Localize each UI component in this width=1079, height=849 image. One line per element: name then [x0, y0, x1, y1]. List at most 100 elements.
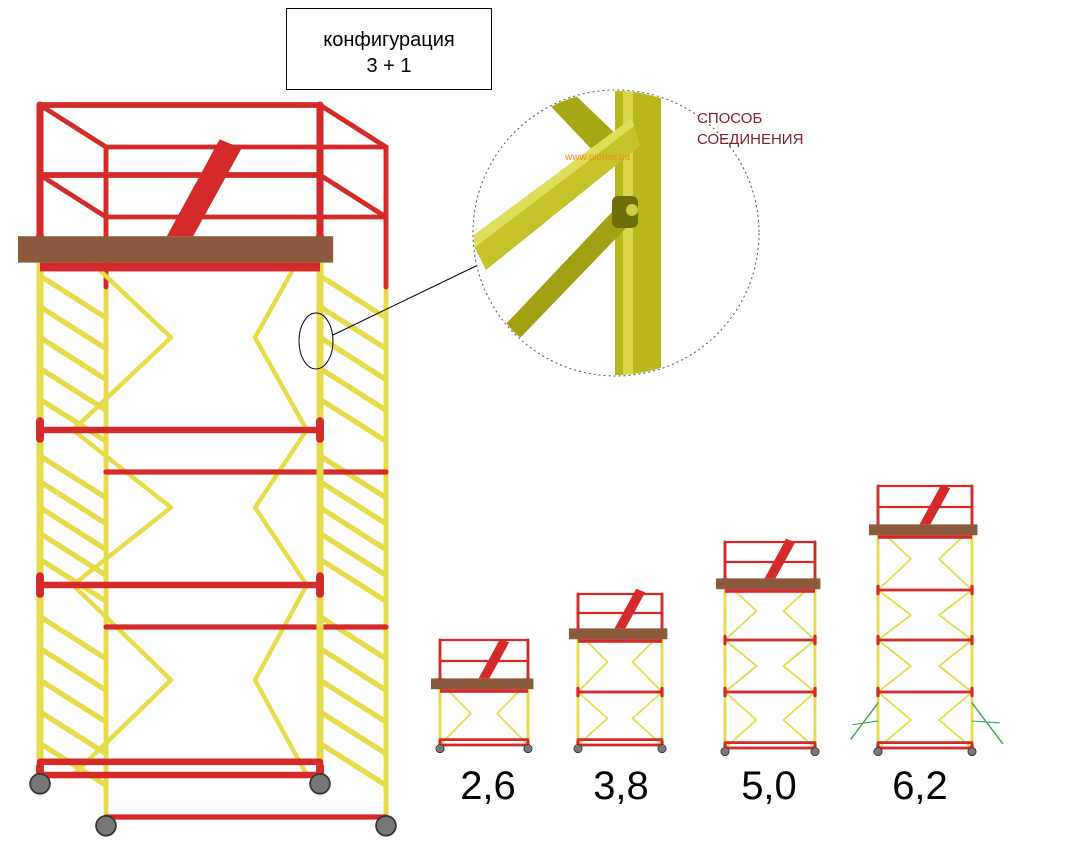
diagonal-brace — [70, 427, 174, 510]
caster-wheel — [720, 747, 730, 757]
ladder-rung — [37, 453, 109, 501]
deck-hatch — [764, 538, 796, 579]
diagonal-brace — [877, 665, 912, 693]
diagonal-brace — [631, 661, 663, 693]
ladder-rung — [37, 677, 109, 725]
deck-frame — [40, 262, 320, 272]
diagonal-brace — [938, 614, 973, 641]
deck-hatch — [478, 638, 510, 679]
caster-wheel — [573, 744, 583, 754]
connection-label-line2: СОЕДИНЕНИЯ — [697, 131, 804, 148]
ladder-rung — [37, 645, 109, 693]
deck-board — [18, 236, 334, 263]
ladder-rung — [37, 479, 109, 527]
deck-frame — [878, 535, 972, 539]
deck-board — [869, 524, 978, 536]
ladder-rung — [317, 396, 389, 444]
diagonal-brace — [631, 691, 663, 720]
ladder-rung — [317, 304, 389, 352]
tower-main — [18, 101, 397, 837]
diagonal-brace — [877, 589, 912, 616]
tower-6-2 — [850, 484, 1004, 757]
ladder-rung — [317, 709, 389, 757]
ladder-rung — [317, 556, 389, 604]
diagonal-brace — [252, 582, 309, 683]
stabilizer-leg — [971, 702, 1004, 745]
diagonal-brace — [877, 614, 912, 641]
configuration-box: конфигурация 3 + 1 — [286, 8, 492, 90]
diagonal-brace — [938, 691, 973, 721]
guardrail — [317, 102, 389, 150]
height-label-1: 2,6 — [460, 764, 516, 808]
ladder-rung — [317, 530, 389, 578]
diagonal-brace — [252, 427, 309, 510]
diagonal-brace — [724, 665, 758, 693]
connection-detail — [474, 91, 661, 375]
ladder-rung — [317, 479, 389, 527]
diagonal-brace — [938, 558, 973, 591]
caster-wheel — [29, 773, 51, 795]
ladder-rung — [317, 614, 389, 662]
diagonal-brace — [577, 717, 609, 746]
ladder-rung — [317, 677, 389, 725]
configuration-value: 3 + 1 — [366, 55, 412, 77]
diagonal-brace — [724, 639, 758, 667]
caster-wheel — [967, 747, 977, 757]
ladder-rung — [37, 556, 109, 604]
diagonal-brace — [782, 691, 816, 721]
connection-callout — [298, 89, 760, 377]
diagonal-brace — [631, 717, 663, 746]
diagonal-brace — [938, 665, 973, 693]
deck-frame — [440, 689, 528, 693]
deck-frame — [725, 589, 815, 593]
ladder-rung — [37, 365, 109, 413]
ladder-rung — [317, 740, 389, 788]
guardrail — [37, 172, 109, 220]
connection-highlight-ellipse — [298, 312, 334, 370]
height-label-4: 6,2 — [892, 764, 948, 808]
scaffold-height-variants — [431, 484, 1004, 757]
diagonal-brace — [252, 335, 309, 433]
diagonal-brace — [724, 610, 758, 641]
watermark: www.pioner.ua — [565, 152, 631, 163]
configuration-title: конфигурация — [323, 29, 455, 51]
ladder-rung — [37, 709, 109, 757]
caster-wheel — [873, 747, 883, 757]
stabilizer-leg — [971, 720, 1000, 724]
height-label-2: 3,8 — [593, 764, 649, 808]
caster-wheel — [375, 815, 397, 837]
height-label-3: 5,0 — [741, 764, 797, 808]
diagonal-brace — [782, 639, 816, 667]
deck-board — [569, 628, 668, 640]
diagonal-brace — [938, 589, 973, 616]
deck-hatch — [614, 588, 646, 629]
diagonal-brace — [877, 691, 912, 721]
ladder-rung — [317, 365, 389, 413]
guardrail — [37, 102, 109, 150]
diagonal-brace — [782, 665, 816, 693]
connection-method-label: СПОСОБ СОЕДИНЕНИЯ — [697, 108, 803, 150]
ladder-rung — [37, 614, 109, 662]
caster-wheel — [657, 744, 667, 754]
ladder-rung — [37, 304, 109, 352]
diagonal-brace — [70, 582, 174, 683]
main-scaffold-tower — [18, 101, 397, 837]
tower-2-6 — [431, 638, 534, 754]
diagonal-brace — [70, 335, 174, 433]
diagonal-brace — [252, 505, 309, 588]
caster-wheel — [95, 815, 117, 837]
ladder-rung — [317, 645, 389, 693]
deck-hatch — [919, 484, 951, 525]
ladder-rung — [317, 504, 389, 553]
deck-hatch — [166, 139, 242, 237]
tower-3-8 — [569, 588, 668, 754]
stabilizer-leg — [852, 720, 879, 726]
ladder-rung — [317, 334, 389, 383]
deck-board — [716, 578, 821, 590]
caster-wheel — [435, 744, 445, 754]
tower-5-0 — [716, 538, 821, 757]
diagonal-brace — [938, 639, 973, 667]
diagonal-brace — [782, 610, 816, 641]
diagonal-brace — [877, 639, 912, 667]
callout-leader-line — [332, 264, 479, 336]
